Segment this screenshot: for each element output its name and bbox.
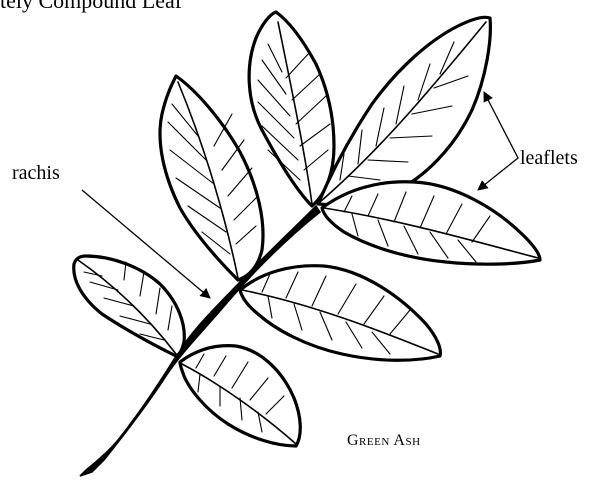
leaflet-bottom (180, 346, 300, 446)
diagram-title: tely Compound Leaf (0, 0, 182, 14)
leaflet-middle-right (240, 266, 440, 361)
leaflet-top-right (318, 17, 490, 204)
species-label: Green Ash (347, 432, 421, 450)
leaflets-label: leaflets (520, 147, 578, 170)
leaflet-top-center (249, 12, 334, 206)
leaflets-bracket (478, 92, 518, 190)
leaflet-right-lower (322, 182, 540, 264)
rachis-label: rachis (12, 162, 60, 185)
leaflet-lower-left (74, 256, 185, 356)
leaflet-middle-left (160, 76, 263, 280)
